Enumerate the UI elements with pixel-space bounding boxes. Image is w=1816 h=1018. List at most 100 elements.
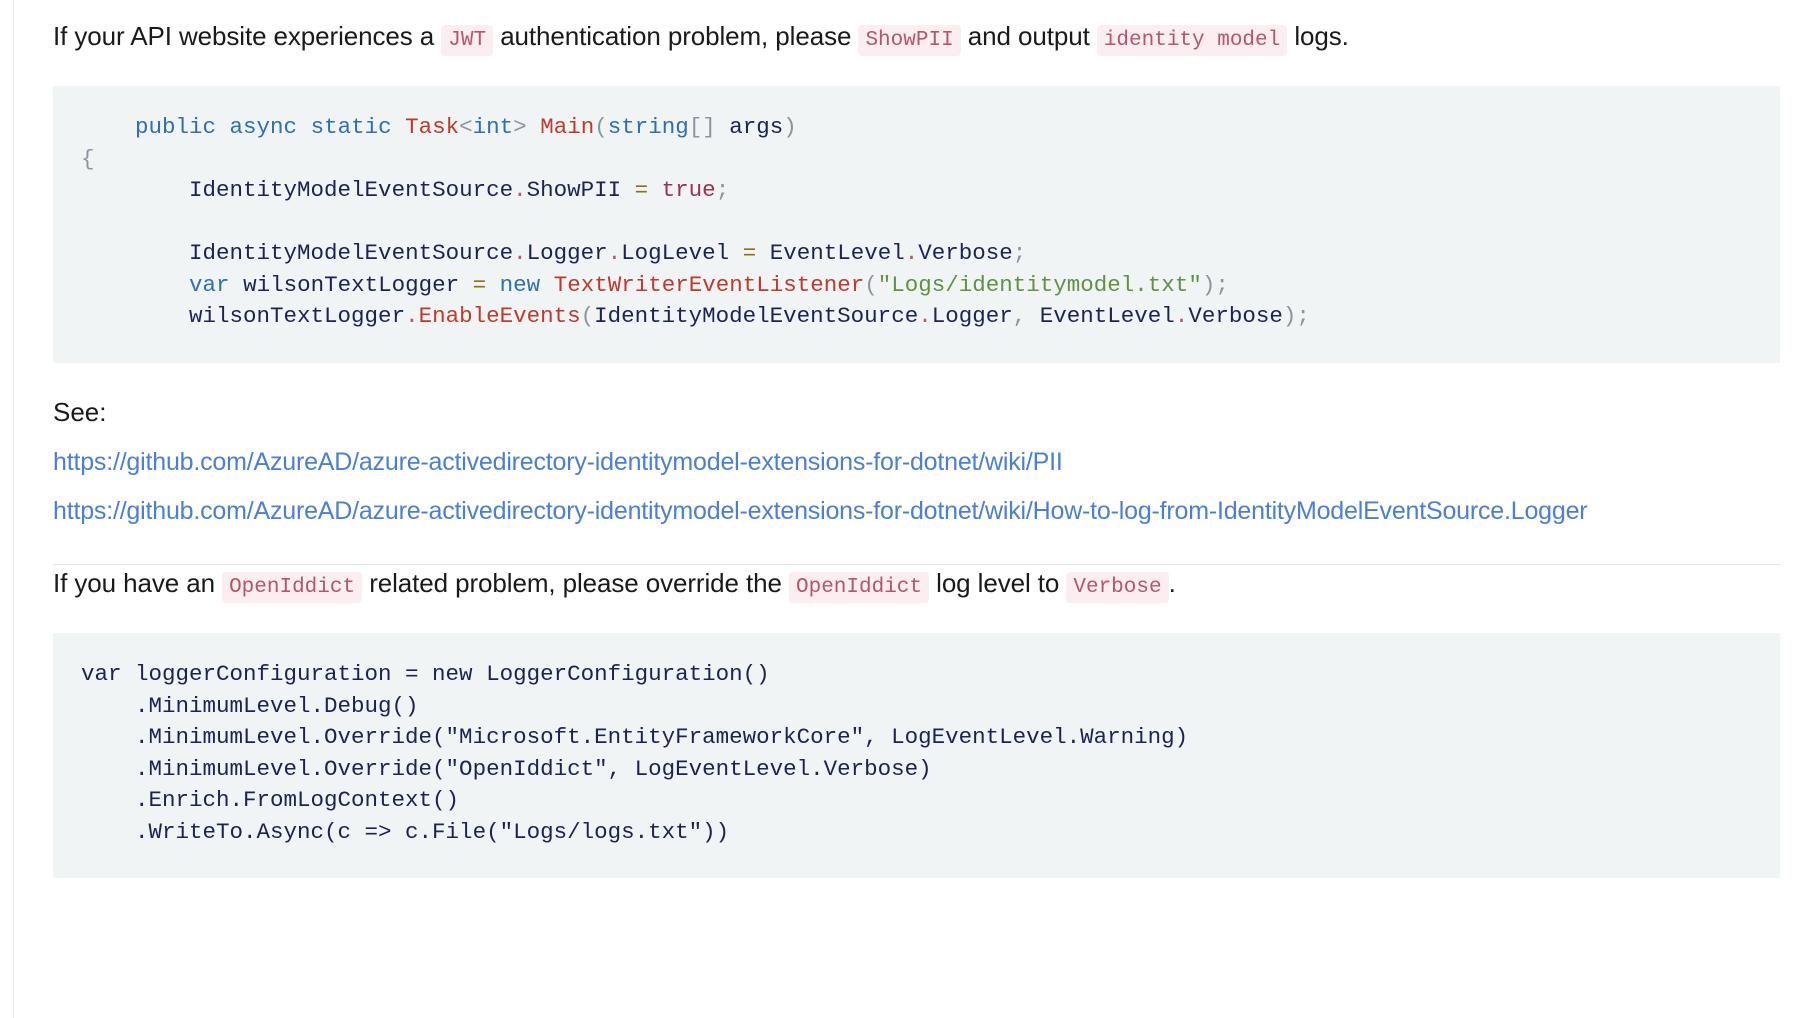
code-token: = (742, 240, 757, 267)
code-line: public async static Task<int> Main(strin… (81, 112, 1752, 144)
code-token: static (310, 114, 392, 141)
code-token: ( (864, 271, 878, 298)
inline-code-identity-model: identity model (1096, 25, 1288, 56)
code-line: var loggerConfiguration = new LoggerConf… (81, 661, 770, 688)
code-line: .MinimumLevel.Override("OpenIddict", Log… (81, 755, 932, 782)
code-token: Main (540, 114, 595, 141)
code-token: ( (580, 303, 595, 330)
code-token (459, 272, 473, 298)
code-token: IdentityModelEventSource (189, 177, 514, 204)
code-token: . (405, 303, 419, 330)
code-token (486, 272, 500, 298)
code-block-1-lines: public async static Task<int> Main(strin… (53, 112, 1780, 333)
code-token: Verbose (1188, 303, 1283, 330)
code-token: public (135, 114, 217, 141)
openiddict-text-4: . (1168, 567, 1176, 598)
code-line: .Enrich.FromLogContext() (81, 787, 460, 814)
code-line: .MinimumLevel.Debug() (81, 692, 419, 719)
code-token: . (513, 177, 527, 204)
code-token: EventLevel (1039, 303, 1175, 330)
code-token: string (607, 114, 689, 141)
code-line: IdentityModelEventSource.ShowPII = true; (81, 175, 1752, 207)
code-token (527, 114, 541, 140)
code-block-csharp-identitymodel[interactable]: public async static Task<int> Main(strin… (53, 86, 1780, 363)
code-token: EnableEvents (418, 303, 581, 330)
code-token: LogLevel (621, 240, 730, 267)
inline-code-showpii: ShowPII (858, 25, 961, 56)
inline-code-openiddict-1: OpenIddict (222, 571, 363, 603)
code-token: IdentityModelEventSource (594, 303, 919, 330)
code-token (216, 114, 230, 140)
code-token: < (459, 114, 473, 141)
code-token: new (499, 271, 541, 298)
code-token: . (607, 240, 622, 267)
code-token: var (189, 271, 230, 298)
link-pii-wiki[interactable]: https://github.com/AzureAD/azure-actived… (53, 447, 1063, 476)
intro-paragraph: If your API website experiences a JWT au… (53, 18, 1780, 56)
code-token: ShowPII (526, 177, 622, 204)
code-token: . (1174, 303, 1189, 330)
code-token (621, 177, 635, 203)
code-token: true (661, 177, 716, 204)
code-token: async (229, 114, 298, 141)
code-token: ; (1012, 240, 1027, 267)
code-token: TextWriterEventListener (553, 271, 865, 298)
code-token (392, 114, 406, 140)
code-line (81, 207, 1752, 239)
code-line: { (81, 144, 1752, 176)
inline-code-jwt: JWT (441, 25, 494, 56)
code-token (648, 177, 662, 203)
code-token: . (513, 240, 527, 267)
code-token (1026, 303, 1040, 329)
code-line: var wilsonTextLogger = new TextWriterEve… (81, 270, 1752, 302)
intro-text-2: authentication problem, please (493, 21, 859, 51)
code-token: [] (688, 114, 716, 141)
code-token: = (472, 271, 487, 298)
code-token: . (904, 240, 919, 267)
code-token: Logger (931, 303, 1013, 330)
code-token (230, 272, 244, 298)
code-token (756, 240, 770, 266)
code-token: { (81, 145, 95, 172)
code-token: IdentityModelEventSource (189, 240, 514, 267)
openiddict-text-2: related problem, please override the (362, 567, 789, 598)
code-token: wilsonTextLogger (243, 271, 460, 298)
code-token: . (918, 303, 932, 330)
code-token (297, 114, 311, 140)
code-token: , (1012, 303, 1027, 330)
intro-text-4: logs. (1287, 21, 1349, 51)
section-divider (53, 563, 1780, 565)
code-token: = (634, 177, 649, 204)
document-page: If your API website experiences a JWT au… (15, 0, 1816, 1018)
intro-text-1: If your API website experiences a (53, 21, 442, 51)
code-line: IdentityModelEventSource.Logger.LogLevel… (81, 238, 1752, 270)
document-content: If your API website experiences a JWT au… (15, 0, 1816, 898)
code-token (729, 240, 743, 266)
intro-text-3: and output (960, 21, 1097, 51)
code-block-serilog-config[interactable]: var loggerConfiguration = new LoggerConf… (53, 633, 1780, 879)
code-line: .WriteTo.Async(c => c.File("Logs/logs.tx… (81, 818, 730, 845)
code-token: Verbose (918, 240, 1013, 267)
code-block-2-lines: var loggerConfiguration = new LoggerConf… (53, 659, 1780, 848)
code-line: wilsonTextLogger.EnableEvents(IdentityMo… (81, 301, 1752, 333)
inline-code-verbose: Verbose (1066, 571, 1169, 603)
code-token (716, 114, 730, 140)
link-how-to-log-wiki[interactable]: https://github.com/AzureAD/azure-actived… (53, 496, 1588, 525)
code-token: "Logs/identitymodel.txt" (877, 271, 1202, 298)
code-token: > (513, 114, 527, 141)
code-token: Logger (526, 240, 608, 267)
see-label: See: (53, 396, 107, 427)
openiddict-paragraph: If you have an OpenIddict related proble… (53, 565, 1780, 603)
code-token: int (472, 114, 514, 141)
code-token: EventLevel (769, 240, 905, 267)
code-token: Task (405, 114, 460, 141)
code-token: ); (1282, 303, 1310, 330)
bottom-spacer (53, 878, 1780, 898)
inline-code-openiddict-2: OpenIddict (788, 571, 930, 603)
code-token: wilsonTextLogger (189, 303, 406, 330)
code-token: ( (594, 114, 608, 141)
code-token (540, 272, 554, 298)
code-line: .MinimumLevel.Override("Microsoft.Entity… (81, 724, 1189, 751)
code-token: ); (1201, 271, 1229, 298)
code-token: args (729, 114, 784, 141)
